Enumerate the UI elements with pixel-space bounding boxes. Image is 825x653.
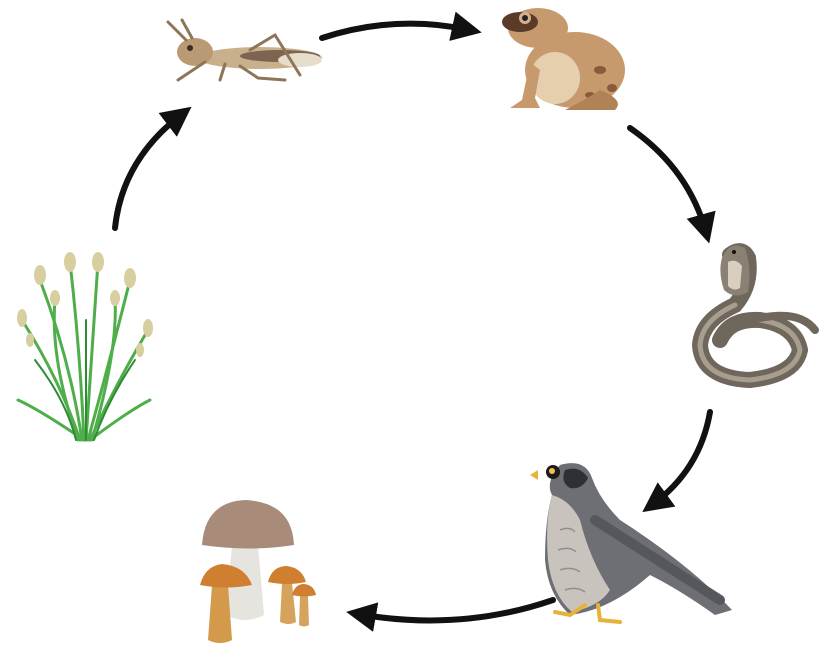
arrow-grass-to-grasshopper	[112, 106, 192, 231]
grasshopper-icon	[166, 18, 322, 82]
frog-icon	[502, 8, 625, 110]
cobra-icon	[691, 243, 819, 389]
mushroom-icon	[200, 500, 316, 643]
arrow-grasshopper-to-frog	[319, 11, 482, 41]
grass-icon	[16, 252, 153, 442]
arrow-frog-to-snake	[627, 125, 716, 244]
arrows	[112, 11, 716, 632]
arrow-snake-to-falcon	[642, 409, 713, 513]
arrow-falcon-to-mushrooms	[346, 597, 556, 632]
falcon-icon	[530, 463, 732, 624]
